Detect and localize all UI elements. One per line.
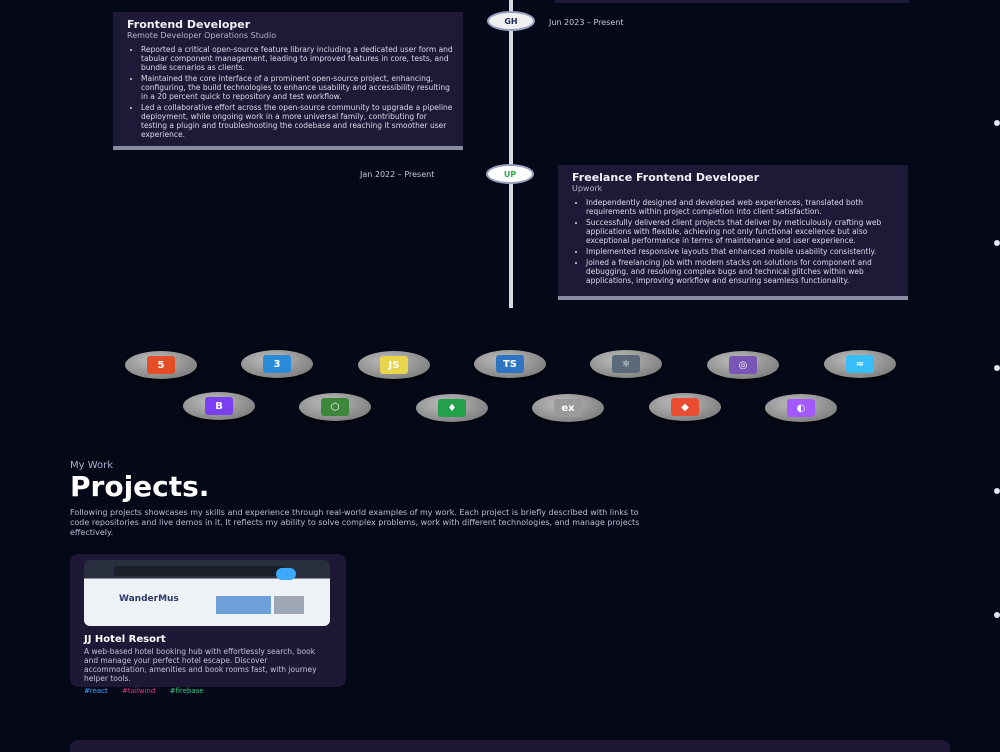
tailwind-glyph: ≈ [846, 355, 874, 373]
project-tags: #react #tailwind #firebase [84, 687, 332, 695]
project-tag: #tailwind [122, 687, 156, 695]
react-icon: ⚛ [590, 350, 662, 378]
timeline-point: Successfully delivered client projects t… [586, 218, 898, 245]
tailwind-icon: ≈ [824, 350, 896, 378]
bootstrap-icon: B [183, 392, 255, 420]
mongodb-icon: ♦ [416, 394, 488, 422]
nodejs-icon: ⬡ [299, 393, 371, 421]
next-section-edge [70, 740, 950, 752]
project-thumbnail[interactable]: WanderMus [84, 560, 330, 626]
timeline-marker-label: GH [504, 16, 518, 26]
nodejs-glyph: ⬡ [321, 398, 349, 416]
express-glyph: ex [554, 399, 582, 417]
timeline-card-company: Remote Developer Operations Studio [127, 31, 277, 40]
bootstrap-glyph: B [205, 397, 233, 415]
javascript-glyph: JS [380, 356, 408, 374]
react-glyph: ⚛ [612, 355, 640, 373]
nav-dot[interactable] [994, 240, 1000, 246]
project-card[interactable]: WanderMus JJ Hotel Resort A web-based ho… [70, 554, 346, 695]
html5-glyph: 5 [147, 356, 175, 374]
thumbnail-navbar [114, 566, 284, 576]
typescript-glyph: TS [496, 355, 524, 373]
section-intro: Following projects showcases my skills a… [70, 508, 640, 537]
timeline-point: Joined a freelancing job with modern sta… [586, 258, 898, 285]
timeline-marker-icon: GH [487, 11, 535, 31]
section-subtitle: My Work [70, 460, 114, 471]
typescript-icon: TS [474, 350, 546, 378]
timeline-point: Independently designed and developed web… [586, 198, 898, 216]
timeline-card-company: Upwork [572, 184, 603, 193]
timeline-card-title: Freelance Frontend Developer [572, 171, 760, 184]
css3-icon: 3 [241, 350, 313, 378]
section-heading: Projects. [70, 470, 210, 503]
timeline-point: Maintained the core interface of a promi… [141, 74, 453, 101]
mongodb-glyph: ♦ [438, 399, 466, 417]
timeline-card-freelance-developer: Freelance Frontend Developer Upwork Inde… [558, 165, 908, 300]
css3-glyph: 3 [263, 355, 291, 373]
express-icon: ex [532, 394, 604, 422]
figma-glyph: ◐ [787, 399, 815, 417]
timeline-point: Implemented responsive layouts that enha… [586, 247, 898, 256]
timeline-card-title: Frontend Developer [127, 18, 251, 31]
html5-icon: 5 [125, 351, 197, 379]
timeline-card-points: Reported a critical open-source feature … [127, 45, 453, 139]
thumbnail-logo: WanderMus [119, 594, 179, 604]
top-card-edge [555, 0, 910, 3]
thumbnail-image [216, 596, 271, 614]
nav-dot[interactable] [994, 120, 1000, 126]
timeline-card-frontend-developer: Frontend Developer Remote Developer Oper… [113, 12, 463, 150]
timeline-line [509, 0, 513, 308]
redux-glyph: ◎ [729, 356, 757, 374]
nav-dot[interactable] [994, 365, 1000, 371]
javascript-icon: JS [358, 351, 430, 379]
nav-dot[interactable] [994, 488, 1000, 494]
project-tag: #react [84, 687, 108, 695]
nav-dot[interactable] [994, 612, 1000, 618]
figma-icon: ◐ [765, 394, 837, 422]
project-description: A web-based hotel booking hub with effor… [84, 647, 317, 683]
project-title: JJ Hotel Resort [84, 634, 166, 645]
timeline-date: Jun 2023 – Present [549, 18, 624, 27]
timeline-point: Reported a critical open-source feature … [141, 45, 453, 72]
github-link-icon[interactable] [276, 568, 296, 580]
timeline-point: Led a collaborative effort across the op… [141, 103, 453, 139]
thumbnail-image [274, 596, 304, 614]
git-icon: ◆ [649, 393, 721, 421]
timeline-date: Jan 2022 – Present [360, 170, 435, 179]
timeline-marker-label: UP [503, 169, 517, 179]
redux-icon: ◎ [707, 351, 779, 379]
timeline-marker-icon: UP [486, 164, 534, 184]
project-tag: #firebase [169, 687, 204, 695]
git-glyph: ◆ [671, 398, 699, 416]
timeline-card-points: Independently designed and developed web… [572, 198, 898, 285]
